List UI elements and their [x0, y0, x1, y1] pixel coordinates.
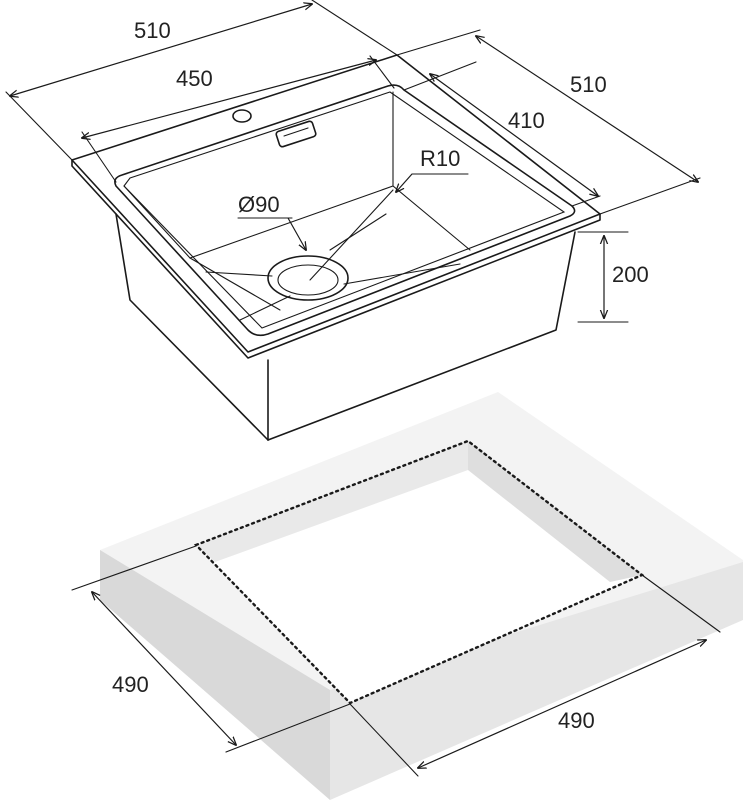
- bowl-height-dimension: 200: [577, 231, 649, 323]
- drain-diameter-label: Ø90: [238, 192, 280, 217]
- sink-bowl-back-floor-edge: [189, 185, 471, 259]
- bowl-width-dimension: 450: [82, 55, 395, 183]
- bowl-width-label: 450: [176, 66, 213, 91]
- bowl-depth-dimension: 410: [403, 61, 601, 207]
- cutout-depth-dimension: 490: [71, 545, 351, 753]
- cutout-width-dimension: 490: [349, 574, 721, 777]
- drain-grooves: [205, 189, 461, 321]
- bowl-depth-label: 410: [508, 108, 545, 133]
- outer-width-dimension: 510: [5, 0, 398, 161]
- overflow-slot-icon: [275, 120, 317, 148]
- countertop: [100, 392, 743, 800]
- cutout-width-label: 490: [558, 708, 595, 733]
- corner-radius-callout: R10: [396, 146, 469, 192]
- drain-outer: [267, 255, 349, 301]
- drain-inner: [277, 264, 339, 296]
- sink-body-right-edge: [267, 231, 576, 441]
- sink-rim-thickness: [71, 159, 601, 359]
- sink-bowl-inner-edge: [123, 91, 566, 329]
- outer-width-label: 510: [134, 18, 171, 43]
- cutout-depth-label: 490: [112, 672, 149, 697]
- cutout-left-wall: [196, 441, 468, 562]
- sink-bowl-left-floor-edge: [189, 257, 281, 311]
- cutout-back-wall: [468, 441, 642, 582]
- drain-diameter-callout: Ø90: [237, 192, 306, 250]
- sink-bowl-opening: [114, 84, 576, 337]
- sink-bowl-left-corner: [123, 185, 191, 259]
- outer-depth-label: 510: [570, 72, 607, 97]
- bowl-height-label: 200: [612, 262, 649, 287]
- outer-depth-dimension: 510: [396, 29, 701, 215]
- overflow-slot-detail: [283, 127, 309, 137]
- tap-hole-icon: [232, 109, 252, 123]
- corner-radius-label: R10: [420, 146, 460, 171]
- sink-body-left-edge: [115, 213, 269, 441]
